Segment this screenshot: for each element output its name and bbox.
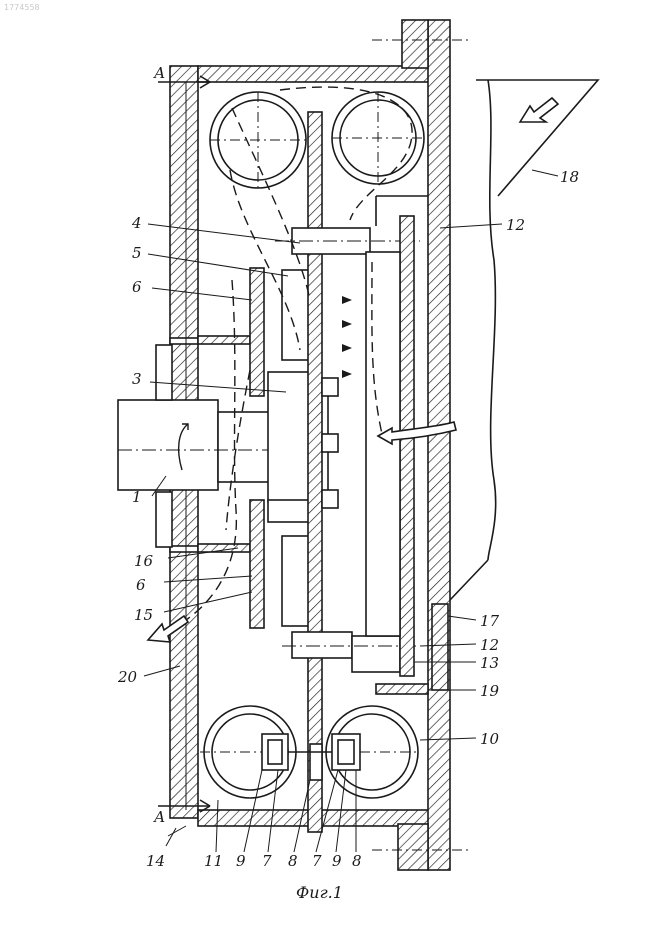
flow-arrows — [342, 296, 352, 378]
label-8-left: 8 — [288, 852, 298, 870]
label-6-lower: 6 — [136, 576, 146, 594]
label-4: 4 — [131, 214, 142, 232]
figure-caption: Фиг.1 — [296, 883, 343, 902]
label-10: 10 — [480, 730, 500, 748]
label-7-left: 7 — [262, 852, 272, 870]
label-14: 14 — [146, 852, 165, 870]
brake-shoe — [282, 270, 310, 360]
label-19: 19 — [480, 682, 500, 700]
section-mark-top: А — [153, 64, 165, 82]
label-15: 15 — [134, 606, 153, 624]
label-11: 11 — [204, 852, 223, 870]
hopper — [476, 80, 598, 560]
label-16: 16 — [134, 552, 154, 570]
label-9-left: 9 — [236, 852, 246, 870]
label-5: 5 — [132, 244, 142, 262]
label-3: 3 — [132, 370, 142, 388]
label-8-right: 8 — [352, 852, 362, 870]
label-18: 18 — [560, 168, 579, 186]
watermark-text: 1774558 — [4, 3, 40, 12]
hopper-arrow — [520, 98, 558, 122]
label-17: 17 — [480, 612, 500, 630]
brake-shoe-lower — [282, 536, 310, 626]
label-12-upper: 12 — [506, 216, 525, 234]
central-plate — [308, 112, 322, 832]
label-1: 1 — [132, 488, 142, 506]
drum-frame — [366, 196, 428, 694]
section-mark-bottom: А — [153, 808, 165, 826]
label-13: 13 — [480, 654, 499, 672]
label-6-upper: 6 — [132, 278, 142, 296]
label-12-lower: 12 — [480, 636, 499, 654]
upper-shaft — [275, 228, 420, 254]
label-20: 20 — [117, 668, 138, 686]
label-9-right: 9 — [332, 852, 342, 870]
label-7-right: 7 — [312, 852, 322, 870]
